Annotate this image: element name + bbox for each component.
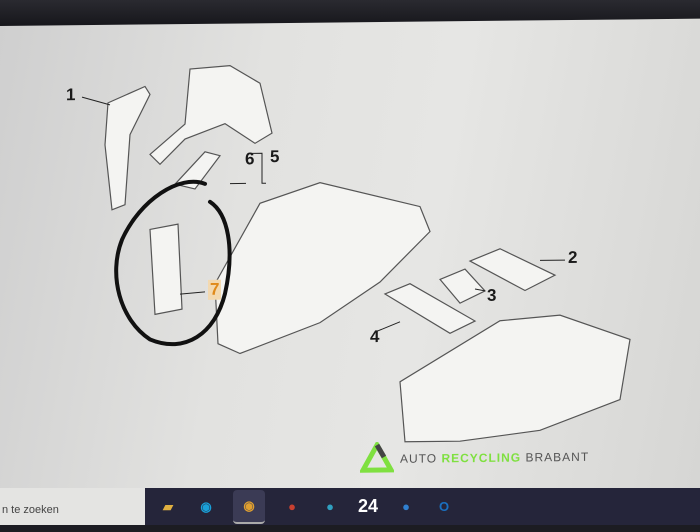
callout-6: 6 xyxy=(245,149,255,169)
edge-icon[interactable]: ◉ xyxy=(200,498,212,514)
file-explorer-icon[interactable]: ▰ xyxy=(163,498,173,514)
recycle-icon xyxy=(360,441,394,473)
callout-4: 4 xyxy=(370,327,380,347)
watermark-text: AUTO RECYCLING BRABANT xyxy=(400,449,590,466)
chrome-icon[interactable]: ◉ xyxy=(233,489,265,524)
app-blue-icon[interactable]: ● xyxy=(402,499,410,514)
callout-7: 7 xyxy=(208,279,222,300)
callout-5: 5 xyxy=(270,147,280,167)
app-24-icon[interactable]: 24 xyxy=(357,496,379,516)
app-red-icon[interactable]: ● xyxy=(288,499,296,514)
callout-1: 1 xyxy=(66,85,76,105)
callout-2: 2 xyxy=(568,247,578,268)
watermark-logo: AUTO RECYCLING BRABANT xyxy=(360,440,589,476)
parts-diagram xyxy=(81,64,631,443)
screen: 1 2 3 4 5 6 7 AUTO RECYCLING BRABANT xyxy=(0,18,700,497)
taskbar: n te zoeken ▰ ◉ ◉ ● ● 24 ● O xyxy=(0,488,700,525)
taskbar-search[interactable]: n te zoeken xyxy=(0,488,147,525)
annotation-circle xyxy=(114,179,232,347)
callout-3: 3 xyxy=(487,285,497,305)
taskbar-apps: ▰ ◉ ◉ ● ● 24 ● O xyxy=(145,488,700,525)
outlook-icon[interactable]: O xyxy=(438,499,450,514)
app-teal-icon[interactable]: ● xyxy=(326,499,334,514)
